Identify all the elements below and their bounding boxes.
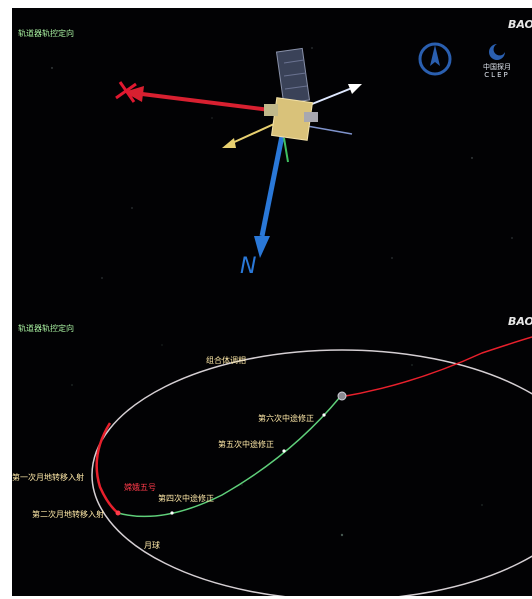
cnsa-logo-icon: [418, 42, 452, 76]
trajectory-panel: 轨道器轨控定向 BAO 组合体调相 第六次中途修正 第五次中途修正 第一次月地转…: [12, 305, 532, 596]
label-first-transfer: 第一次月地转移入射: [12, 473, 84, 482]
fourth-correction-point: [170, 511, 174, 515]
return-trajectory-green: [117, 396, 341, 518]
label-moon: 月球: [144, 541, 160, 550]
clep-logo-icon: [489, 44, 505, 60]
transfer-injection-arc: [95, 422, 119, 514]
label-fourth-correction: 第四次中途修正: [158, 494, 214, 503]
yellow-axis-arrow: [222, 123, 275, 148]
clep-logo-cn: 中国探月: [483, 63, 511, 71]
brand-watermark: BAO: [508, 18, 532, 31]
spacecraft-orientation-panel: 轨道器轨控定向 BAO 中国探月 CLEP N: [12, 8, 532, 305]
fifth-correction-point: [282, 449, 286, 453]
top-panel-title: 轨道器轨控定向: [18, 29, 74, 38]
label-second-transfer: 第二次月地转移入射: [32, 510, 104, 519]
trajectory-diagram: [71, 336, 532, 596]
label-spacecraft: 嫦娥五号: [124, 483, 156, 492]
blue-axis-arrow: [254, 135, 289, 258]
label-sixth-correction: 第六次中途修正: [258, 414, 314, 423]
label-combined-phase: 组合体调相: [206, 356, 246, 365]
earth-marker-icon: [337, 391, 347, 401]
sixth-correction-point: [322, 413, 326, 417]
clep-logo-en: CLEP: [484, 71, 510, 79]
brand-watermark-bottom: BAO: [508, 315, 532, 328]
bottom-panel-title: 轨道器轨控定向: [18, 324, 74, 333]
return-trajectory-red: [339, 336, 532, 398]
north-axis-label: N: [240, 254, 257, 279]
spacecraft-marker-icon: [115, 510, 121, 516]
spacecraft-scene: [51, 47, 513, 279]
label-fifth-correction: 第五次中途修正: [218, 440, 274, 449]
red-axis-arrow: [115, 81, 271, 112]
lunar-orbit-ellipse: [91, 349, 532, 596]
spacecraft-model: [264, 47, 318, 141]
